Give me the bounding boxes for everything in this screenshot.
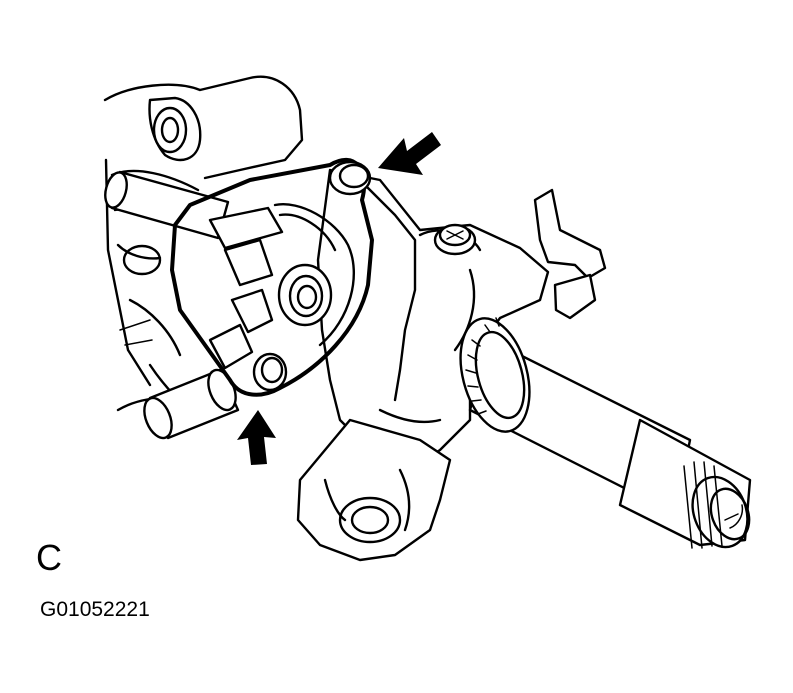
figure-code-label: G01052221 xyxy=(40,598,150,621)
view-letter-label: C xyxy=(36,537,62,578)
switch-cover xyxy=(170,158,374,397)
callout-arrow-upper-right xyxy=(378,132,441,175)
column-bracket xyxy=(316,168,550,472)
upper-pipe xyxy=(104,170,230,240)
top-bolt xyxy=(433,223,477,256)
callout-arrow-lower-left xyxy=(237,410,276,465)
bracket-hook xyxy=(533,188,607,320)
lower-rod xyxy=(143,368,240,440)
mount-plate xyxy=(296,418,452,562)
bearing-ring xyxy=(459,317,531,433)
upper-screw xyxy=(328,160,372,196)
lower-screw xyxy=(252,352,288,392)
